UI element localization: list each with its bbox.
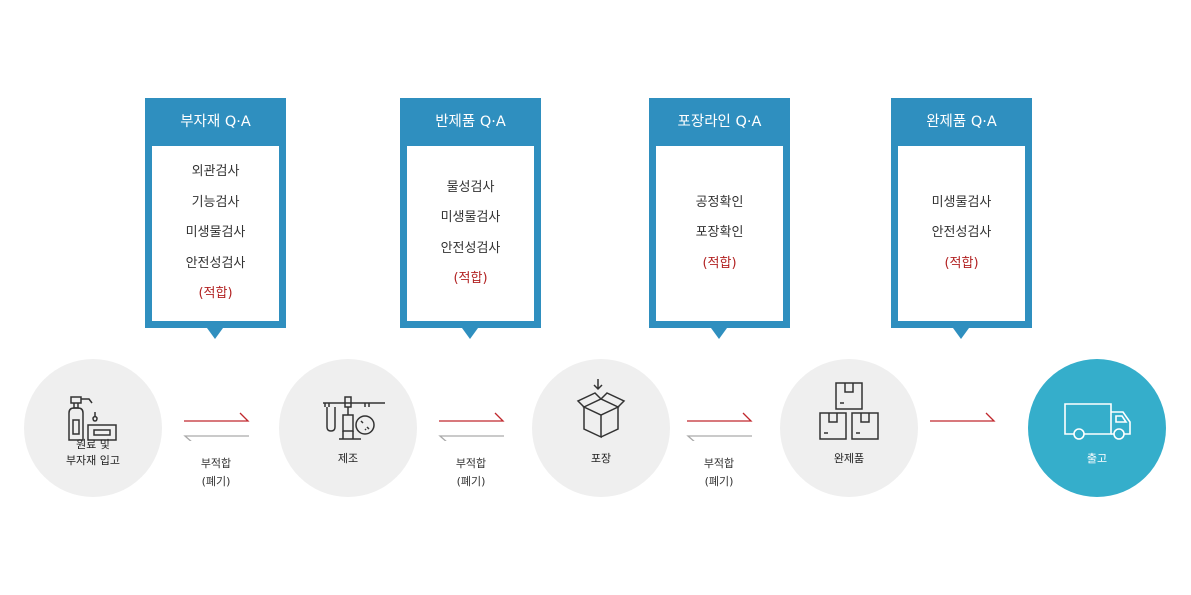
qa-body: 미생물검사 안전성검사 (적합) <box>898 146 1025 321</box>
step-packaging: 포장 <box>532 359 670 497</box>
qa-body: 공정확인 포장확인 (적합) <box>656 146 783 321</box>
reject-label-2: 부적합 (폐기) <box>431 455 511 491</box>
step-manufacturing: 제조 <box>279 359 417 497</box>
bottles-icon <box>68 396 117 441</box>
lab-equipment-icon <box>323 396 385 440</box>
qa-item: 공정확인 <box>695 194 744 210</box>
flow-arrow-1 <box>183 412 250 441</box>
qa-body: 외관검사 기능검사 미생물검사 안전성검사 (적합) <box>152 146 279 321</box>
qa-item: 안전성검사 <box>931 225 992 241</box>
box-icon <box>576 379 626 439</box>
qa-pointer <box>953 328 969 339</box>
qa-result: (적합) <box>702 255 737 271</box>
qa-item: 미생물검사 <box>931 194 992 210</box>
qa-item: 물성검사 <box>446 179 495 195</box>
qa-result: (적합) <box>198 286 233 302</box>
truck-icon <box>1064 403 1131 440</box>
stacked-boxes-icon <box>819 382 879 440</box>
qa-item: 미생물검사 <box>440 210 501 225</box>
qa-item: 포장확인 <box>695 225 744 241</box>
reject-label-1: 부적합 (폐기) <box>176 455 256 491</box>
step-label: 원료 및 <box>76 438 110 451</box>
qa-item: 미생물검사 <box>185 225 246 241</box>
qa-body: 물성검사 미생물검사 안전성검사 (적합) <box>407 146 534 321</box>
flow-arrow-2 <box>438 412 505 441</box>
reject-text: 부적합 <box>703 457 735 470</box>
qa-box-packaging-line: 포장라인 Q·A 공정확인 포장확인 (적합) <box>649 98 790 339</box>
step-label: 제조 <box>337 452 359 465</box>
qa-box-finished: 완제품 Q·A 미생물검사 안전성검사 (적합) <box>891 98 1032 339</box>
qa-title: 반제품 Q·A <box>435 114 506 130</box>
reject-subtext: (폐기) <box>704 475 734 488</box>
step-label: 출고 <box>1086 452 1108 465</box>
reject-text: 부적합 <box>455 457 487 470</box>
qa-item: 외관검사 <box>191 164 240 180</box>
reject-subtext: (폐기) <box>201 475 231 488</box>
step-receiving: 원료 및 부자재 입고 <box>24 359 162 497</box>
step-finished-product: 완제품 <box>780 359 918 497</box>
qa-pointer <box>462 328 478 339</box>
qa-box-materials: 부자재 Q·A 외관검사 기능검사 미생물검사 안전성검사 (적합) <box>145 98 286 339</box>
reject-subtext: (폐기) <box>456 475 486 488</box>
qa-item: 안전성검사 <box>440 240 501 256</box>
qa-title: 부자재 Q·A <box>180 114 251 130</box>
reject-text: 부적합 <box>200 457 232 470</box>
qa-title: 완제품 Q·A <box>926 114 997 130</box>
step-label: 포장 <box>590 452 612 465</box>
qa-item: 기능검사 <box>191 194 240 210</box>
qa-title: 포장라인 Q·A <box>677 114 762 130</box>
step-shipping: 출고 <box>1028 359 1166 497</box>
flow-arrow-3 <box>686 412 753 441</box>
qa-item: 안전성검사 <box>185 255 246 271</box>
qa-result: (적합) <box>944 255 979 271</box>
qa-box-semi-finished: 반제품 Q·A 물성검사 미생물검사 안전성검사 (적합) <box>400 98 541 339</box>
qa-result: (적합) <box>453 271 488 286</box>
step-label: 부자재 입고 <box>65 454 121 467</box>
flow-arrow-4 <box>930 412 996 422</box>
reject-label-3: 부적합 (폐기) <box>679 455 759 491</box>
step-label: 완제품 <box>833 452 865 465</box>
qa-pointer <box>207 328 223 339</box>
qa-pointer <box>711 328 727 339</box>
